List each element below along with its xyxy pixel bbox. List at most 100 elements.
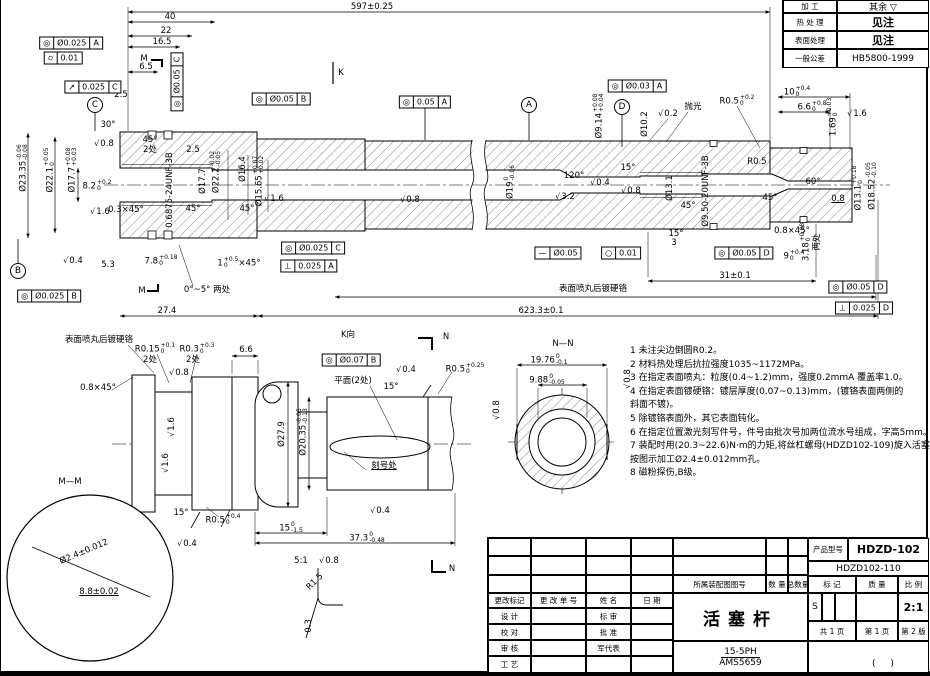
dim-label: √0.4 [63, 256, 83, 266]
dim-label: √1.6 [264, 194, 284, 204]
roughness-icon: √ [63, 256, 69, 265]
titleblock-cell [586, 575, 631, 593]
dim-label: 2处 [186, 355, 200, 365]
roughness-icon: √ [319, 556, 325, 565]
fcf-cell: B [370, 355, 377, 365]
titleblock-cell [631, 656, 673, 673]
dim-label: √0.8 [621, 186, 641, 196]
dim-label: 45° [142, 135, 158, 145]
dim-label: 5.3 [101, 260, 115, 270]
dim-label: √0.8 [623, 369, 633, 389]
titleblock-cell: 2:1 [898, 593, 929, 621]
dim-label: Ø9.50-20UNF-3B [701, 155, 711, 227]
fcf-cell: 0.025 [295, 260, 326, 272]
fcf-cell: ○ [602, 247, 617, 259]
fcf-cell: ◎ [40, 37, 55, 49]
titleblock-cell [531, 656, 586, 673]
fcf-cell: Ø0.025 [32, 290, 69, 302]
fcf-cell: 0.05 [414, 96, 439, 108]
titleblock-cell [788, 556, 808, 575]
dim-label: Ø22.2-0.02-0.05 [209, 150, 222, 194]
titleblock-cell: 审 核 [488, 640, 531, 656]
dim-label: 表面喷丸后镀硬铬 [558, 284, 628, 294]
dim-label: √0.8 [400, 195, 420, 205]
fcf-cell: D [882, 303, 890, 313]
dim-label: 0.8 [831, 194, 845, 204]
titleblock-cell [631, 640, 673, 656]
fcf-cell: ◎ [715, 247, 730, 259]
dim-label: Ø20.35-0.05-0.13 [296, 408, 309, 456]
dim-label: 27.4 [157, 306, 177, 316]
fcf-cell: Ø0.05 [843, 281, 875, 293]
dim-label: 两处 [812, 233, 822, 251]
roughness-icon: √ [847, 109, 853, 118]
titleblock-cell [631, 538, 673, 556]
dim-label: Ø23.35-0.06-0.08 [16, 144, 29, 192]
titleblock-cell [631, 608, 673, 624]
titleblock-cell [835, 593, 856, 621]
dim-label: Ø9.14+0.08+0.04 [592, 93, 605, 139]
roughness-icon: √ [167, 431, 176, 437]
fcf-cell: 0.01 [619, 248, 637, 258]
dim-label: 6.6 [239, 345, 253, 355]
titleblock-cell: 标 记 [808, 576, 856, 593]
sheet-border-bottom [0, 671, 930, 676]
roughness-icon: √ [264, 194, 270, 203]
titleblock-cell: S [808, 593, 822, 621]
dim-label: √0.4 [396, 365, 416, 375]
fcf-cell: ◎ [282, 242, 297, 254]
dim-label: √1.6 [90, 207, 110, 217]
fcf-cell: ◎ [400, 96, 414, 108]
dim-label: Ø17.7 [198, 168, 208, 194]
roughness-icon: √ [400, 195, 406, 204]
dim-label: 45° [239, 204, 255, 214]
dim-label: 8.8±0.02 [79, 587, 119, 597]
titleblock-cell [673, 556, 766, 575]
dim-label: 2.5 [114, 90, 128, 100]
dim-label: 0.8×45° [80, 383, 116, 393]
fcf-cell: Ø0.025 [54, 37, 91, 49]
dim-label: 抛光 [684, 102, 702, 112]
titleblock-cell: 更 改 单 号 [531, 593, 586, 608]
dim-label: 刻号处 [371, 461, 397, 471]
dim-label: 15° [383, 382, 399, 392]
fcf-cell: ⊥ [281, 260, 296, 272]
fcf-cell: A [656, 81, 663, 91]
dim-label: R0.5 [747, 157, 767, 167]
fcf-cell: A [441, 97, 448, 107]
titleblock-cell [586, 556, 631, 575]
dim-label: M [138, 286, 146, 296]
datum-C: C [87, 97, 103, 113]
titleblock-cell: 活塞杆 [673, 593, 808, 641]
roughness-icon: √ [161, 467, 170, 473]
roughness-icon: √ [621, 186, 627, 195]
spec-cell: 表面处理 [783, 31, 837, 49]
titleblock-cell: 产品型号 [808, 538, 848, 561]
note-line: 2 材料热处理后抗拉强度1035~1172MPa。 [630, 359, 810, 370]
titleblock-cell [766, 538, 788, 556]
fcf-cell: Ø0.025 [296, 242, 333, 254]
roughness-icon: √ [555, 192, 561, 201]
fcf-cell: ◎ [609, 80, 623, 92]
titleblock-cell [586, 656, 631, 673]
fcf-cell: ◎ [171, 96, 183, 111]
dim-label: 表面喷丸后镀硬铬 [64, 335, 134, 345]
